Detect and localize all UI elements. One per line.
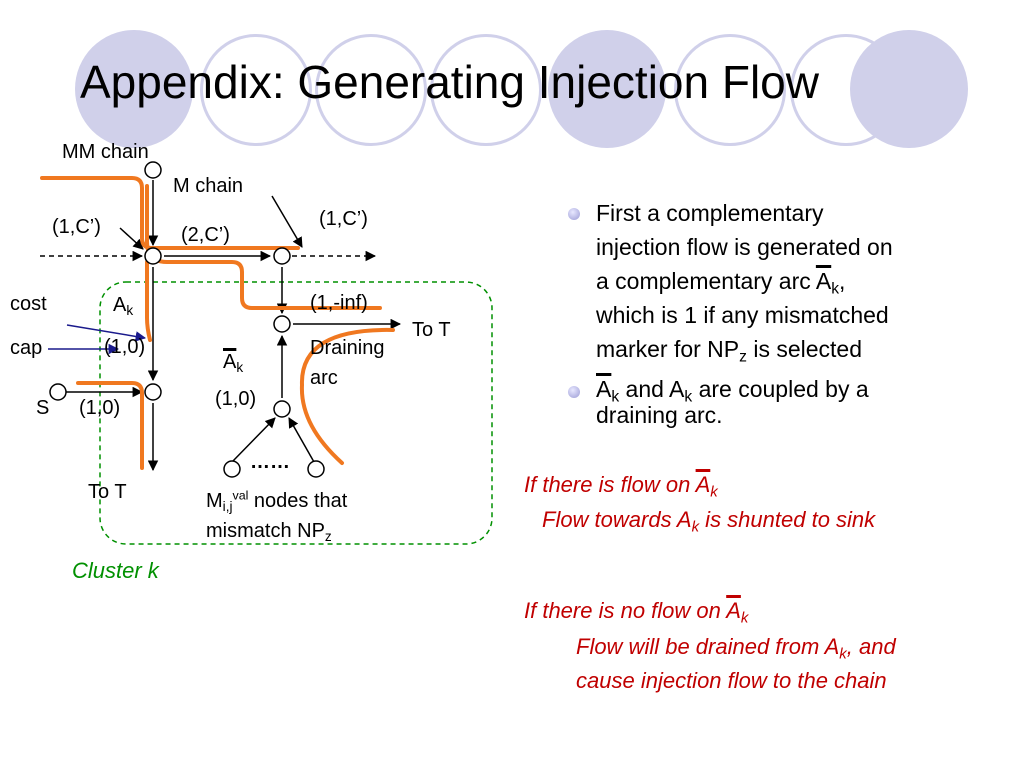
middle-capacity-label: (2,C’) [181,224,230,246]
s-flow [76,381,144,470]
bullet-list: First a complementary injection flow is … [560,196,1000,427]
ellipsis-label: …… [250,451,290,473]
inf-capacity-label: (1,-inf) [310,292,368,314]
ak-node-label: Ak [113,294,134,319]
right-capacity-label: (1,C’) [319,208,368,230]
ak-bar-arc-label: (1,0) [215,388,257,410]
node-ak [144,383,162,401]
node-mismatch-left [223,460,241,478]
noflow-consequence-line-2: cause injection flow to the chain [576,668,887,693]
cluster-boundary [99,281,493,545]
cost-label: cost [10,293,47,315]
decorative-circle [315,34,427,146]
decorative-circle [548,30,666,148]
flow-condition-line: If there is flow on Ak [524,472,718,501]
node-drain [273,315,291,333]
bullet-item: First a complementary injection flow is … [560,196,1000,366]
node-chain-left [144,247,162,265]
to-t-right-label: To T [412,319,451,341]
ak-flow [145,260,152,342]
source-label: S [36,397,50,419]
draining-flow [299,327,395,465]
noflow-consequence-line: Flow will be drained from Ak, and [576,634,896,663]
draining-arc-label-2: arc [310,367,338,389]
left-capacity-label: (1,C’) [52,216,101,238]
m-chain-label: M chain [173,175,244,197]
decorative-circle [850,30,968,148]
bullet-icon [568,208,580,220]
mismatch-nodes-label-2: mismatch NPz [206,520,332,545]
decorative-circle [674,34,786,146]
to-t-bottom-label: To T [88,481,127,503]
node-mismatch-right [307,460,325,478]
ak-bar-node-label: Ak [223,351,244,376]
node-chain-right [273,247,291,265]
draining-arc-label-1: Draining [310,337,385,359]
decorative-circle [75,30,193,148]
node-s [49,383,67,401]
flow-consequence-line: Flow towards Ak is shunted to sink [542,507,876,536]
noflow-condition-line: If there is no flow on Ak [524,598,749,627]
ak-arc-label: (1,0) [104,336,146,358]
cap-label: cap [10,337,43,359]
decorative-circle [200,34,312,146]
node-mm [144,161,162,179]
mismatch-nodes-label: Mi,jval nodes that [206,488,348,515]
decorative-circle [430,34,542,146]
source-arc-label: (1,0) [79,397,121,419]
bullet-icon [568,386,580,398]
slide-title: Appendix: Generating Injection Flow [80,56,819,108]
cluster-label: Cluster k [72,558,159,583]
bullet-item: Ak and Ak are coupled by a draining arc. [560,374,1000,427]
mm-chain-label: MM chain [62,141,149,163]
node-ak-bar [273,400,291,418]
